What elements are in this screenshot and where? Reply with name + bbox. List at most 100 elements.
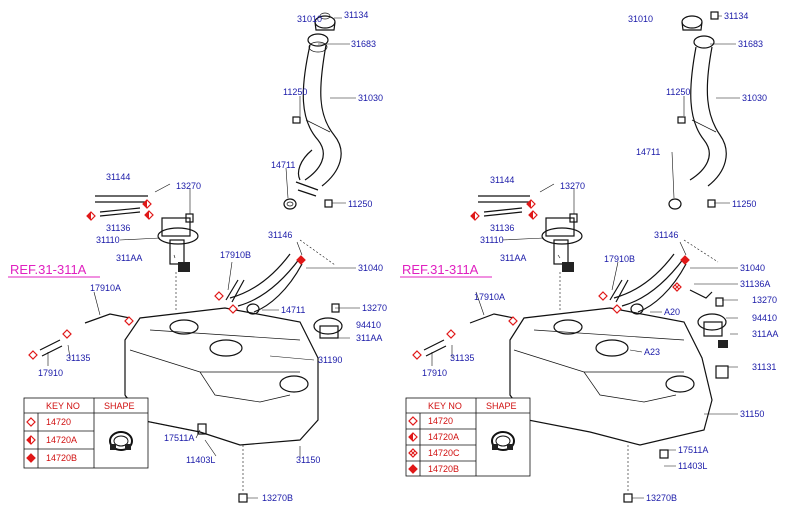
label-31135: 31135 xyxy=(66,353,90,363)
legend-code: 14720B xyxy=(46,453,77,463)
small-bolt-icon xyxy=(238,493,248,503)
legend-code: 14720C xyxy=(428,448,460,458)
diamond-outline-icon xyxy=(214,291,224,301)
vent-hose-icon xyxy=(423,279,713,357)
fuel-sender-icon xyxy=(313,317,343,339)
label-13270B: 13270B xyxy=(262,493,293,503)
fuel-cap-icon xyxy=(681,15,703,31)
label-17511A: 17511A xyxy=(164,433,194,443)
hose-clamp-icon xyxy=(668,198,682,210)
label-11403L: 11403L xyxy=(186,455,215,465)
label-31110: 31110 xyxy=(96,235,120,245)
small-bolt-icon xyxy=(715,297,724,307)
label-31040: 31040 xyxy=(358,263,383,273)
diamond-half-icon xyxy=(470,211,480,221)
left-diagram xyxy=(39,12,360,503)
label-31136: 31136 xyxy=(490,223,514,233)
label-11250-b: 11250 xyxy=(348,199,372,209)
label-14711-b: 14711 xyxy=(281,305,305,315)
label-14711: 14711 xyxy=(271,160,295,170)
diamond-half-icon xyxy=(86,211,96,221)
small-bolt-icon xyxy=(292,116,301,124)
label-31010: 31010 xyxy=(297,14,322,24)
hose-clamp-icon xyxy=(246,303,260,315)
legend-code: 14720 xyxy=(428,416,453,426)
filler-hose-icon xyxy=(613,239,719,313)
right-markers xyxy=(412,199,690,360)
label-311AA: 311AA xyxy=(500,253,526,263)
diamond-half-icon xyxy=(528,210,538,220)
label-17910B: 17910B xyxy=(220,250,251,260)
label-13270-b: 13270 xyxy=(752,295,777,305)
fuel-cap-icon xyxy=(314,12,336,31)
fuel-hose-icon xyxy=(95,195,148,217)
small-bolt-icon xyxy=(623,493,633,503)
filler-neck-icon xyxy=(689,35,727,187)
vent-tube-icon xyxy=(295,181,319,197)
label-31136: 31136 xyxy=(106,223,130,233)
label-31134: 31134 xyxy=(724,11,748,21)
label-31131: 31131 xyxy=(752,362,776,372)
legend-code: 14720B xyxy=(428,464,459,474)
legend-code: 14720A xyxy=(46,435,77,445)
label-311AA-b: 311AA xyxy=(356,333,382,343)
label-13270-b: 13270 xyxy=(362,303,387,313)
label-17910A: 17910A xyxy=(474,292,505,302)
filler-neck-icon xyxy=(297,33,342,187)
hose-clamp-icon xyxy=(283,198,297,210)
label-14711: 14711 xyxy=(636,147,660,157)
diamond-outline-icon xyxy=(412,350,422,360)
ref-label: REF.31-311A xyxy=(402,262,479,277)
label-31010: 31010 xyxy=(628,14,653,24)
diamond-outline-icon xyxy=(28,350,38,360)
diamond-filled-icon xyxy=(680,255,690,265)
diamond-half-icon xyxy=(144,210,154,220)
label-A20: A20 xyxy=(664,307,680,317)
label-17910: 17910 xyxy=(422,368,447,378)
small-bolt-icon xyxy=(659,449,669,459)
label-31110: 31110 xyxy=(480,235,504,245)
label-11250-b: 11250 xyxy=(732,199,756,209)
legend-shape-header: SHAPE xyxy=(104,401,135,411)
diamond-outline-icon xyxy=(124,316,134,326)
diamond-outline-icon xyxy=(598,291,608,301)
small-bolt-icon xyxy=(185,213,194,223)
label-31146: 31146 xyxy=(654,230,678,240)
label-17910: 17910 xyxy=(38,368,63,378)
label-311AA-b: 311AA xyxy=(752,329,778,339)
label-13270B: 13270B xyxy=(646,493,677,503)
legend-code: 14720 xyxy=(46,417,71,427)
diamond-outline-icon xyxy=(228,304,238,314)
legend-key-header: KEY NO xyxy=(428,401,462,411)
drain-plug-icon xyxy=(715,365,729,379)
label-31135: 31135 xyxy=(450,353,474,363)
fuel-pump-icon xyxy=(541,217,583,272)
label-11403L: 11403L xyxy=(678,461,707,471)
left-legend: KEY NO SHAPE 14720 14720A 14720B xyxy=(23,397,149,469)
label-11250: 11250 xyxy=(666,87,690,97)
label-17511A: 17511A xyxy=(678,445,708,455)
ref-label: REF.31-311A xyxy=(10,262,87,277)
label-31683: 31683 xyxy=(738,39,763,49)
legend-code: 14720A xyxy=(428,432,459,442)
diamond-outline-icon xyxy=(612,304,622,314)
diamond-outline-icon xyxy=(62,329,72,339)
diamond-outline-icon xyxy=(508,316,518,326)
fuel-sender-icon xyxy=(697,313,728,348)
small-bolt-icon xyxy=(710,11,719,20)
diamond-filled-icon xyxy=(296,255,306,265)
label-31134: 31134 xyxy=(344,10,368,20)
small-bolt-icon xyxy=(569,213,578,223)
fuel-hose-icon xyxy=(478,195,530,217)
right-diagram xyxy=(423,11,740,503)
fuel-tank-icon xyxy=(509,307,713,446)
label-13270: 13270 xyxy=(176,181,201,191)
label-311AA: 311AA xyxy=(116,253,142,263)
legend-shape-header: SHAPE xyxy=(486,401,517,411)
left-labels: 31010 31134 31683 31030 11250 14711 1125… xyxy=(8,10,387,503)
label-31146: 31146 xyxy=(268,230,292,240)
diamond-outline-icon xyxy=(446,329,456,339)
small-bolt-icon xyxy=(677,116,686,124)
label-17910A: 17910A xyxy=(90,283,121,293)
vent-hose-icon xyxy=(39,279,245,357)
